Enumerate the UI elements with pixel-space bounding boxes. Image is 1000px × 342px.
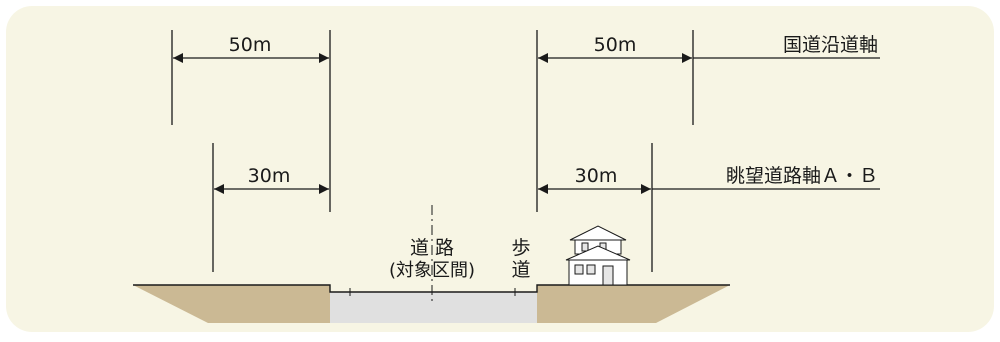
dim-label-mid-left: 30m bbox=[248, 165, 291, 187]
road-label-target-section: (対象区間) bbox=[389, 260, 475, 281]
dim-label-top-right: 50m bbox=[594, 34, 637, 56]
ground-right bbox=[537, 285, 730, 323]
ground-left bbox=[133, 285, 330, 323]
axis-view-label: 眺望道路軸Ａ・Ｂ bbox=[726, 165, 878, 187]
road-label: 道 路 bbox=[410, 237, 454, 259]
dim-label-mid-right: 30m bbox=[575, 165, 618, 187]
axis-national-label: 国道沿道軸 bbox=[783, 34, 878, 56]
sidewalk-label-bottom: 道 bbox=[511, 259, 530, 281]
dim-label-top-left: 50m bbox=[229, 34, 272, 56]
house-icon bbox=[565, 225, 631, 286]
sidewalk-label-top: 歩 bbox=[511, 237, 530, 259]
dimension-arrows bbox=[173, 53, 692, 194]
extension-lines bbox=[171, 30, 694, 272]
road-surface bbox=[330, 292, 537, 323]
background-panel bbox=[6, 6, 994, 332]
